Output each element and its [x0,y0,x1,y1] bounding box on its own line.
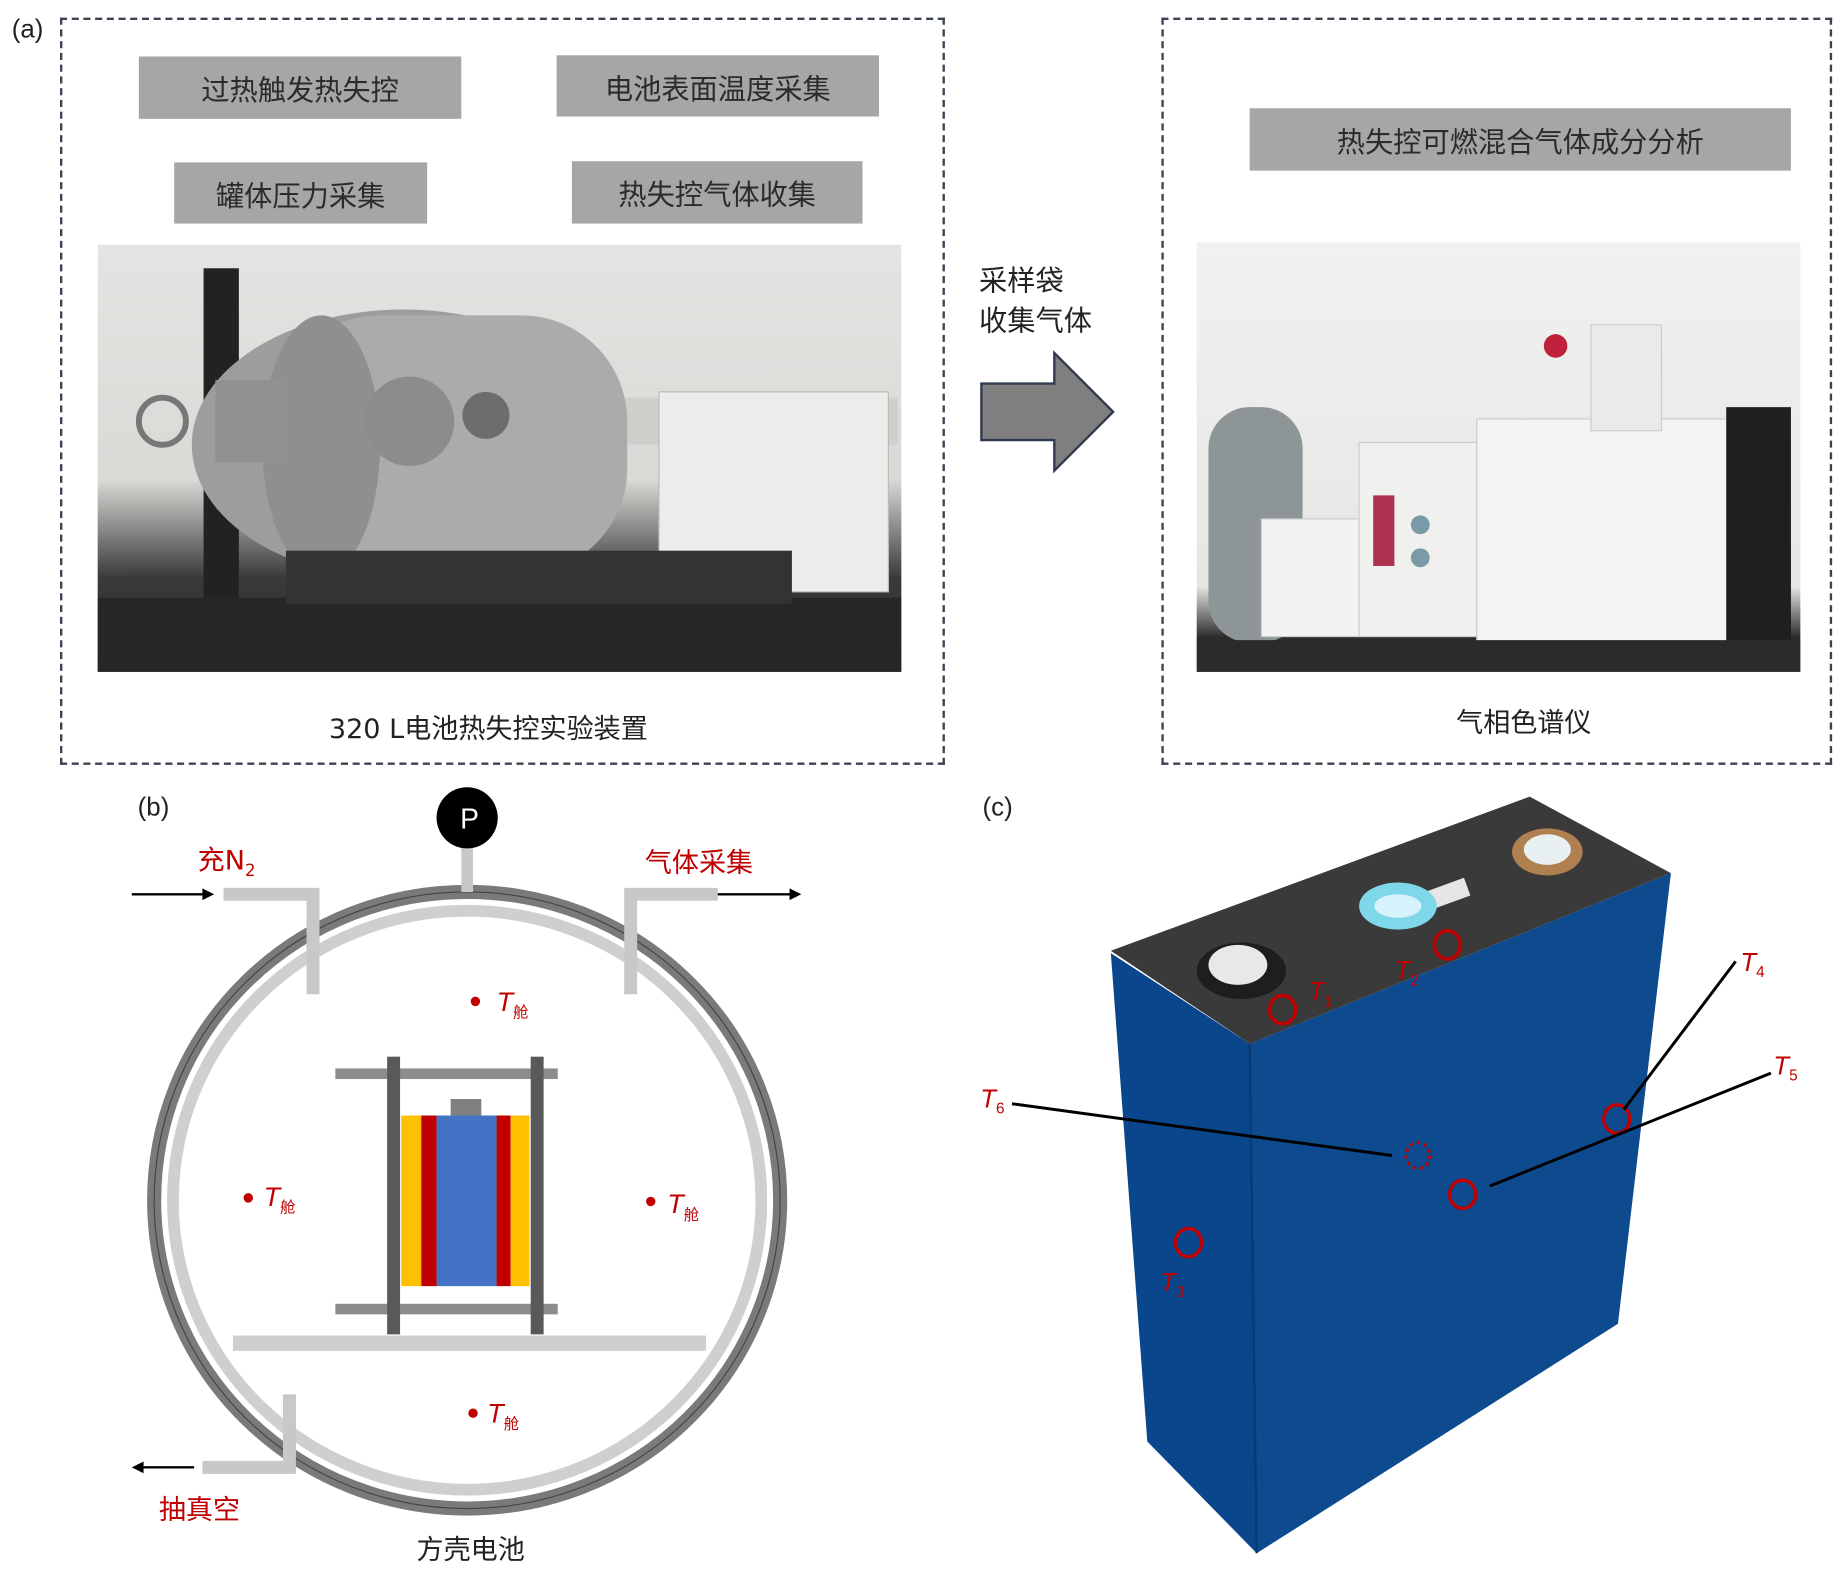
setup-caption: 320 L电池热失控实验装置 [328,714,648,745]
tag-gas-analysis: 热失控可燃混合气体成分分析 [1249,108,1791,171]
sensor-t2-label: T2 [1394,955,1418,988]
t6-leader-line [1011,1102,1393,1157]
t-sub: 6 [996,1099,1005,1118]
battery-front-face [1249,873,1671,1554]
prismatic-battery [436,1115,497,1287]
panel-c-label: (c) [982,791,1013,822]
t-main: T [1773,1050,1790,1081]
negative-terminal-face [1208,944,1268,985]
transfer-line-1: 采样袋 [979,264,1064,298]
battery-3d-diagram [1011,796,1772,1554]
sensor-t2-marker [1432,929,1463,961]
t-main: T [263,1181,281,1213]
sensor-t1-label: T1 [1308,977,1332,1010]
t-sub: 4 [1756,963,1765,981]
outlet-label: 气体采集 [644,848,754,879]
heater-right [510,1115,530,1287]
t-main: T [667,1188,684,1220]
gas-chromatograph-photo [1196,242,1801,672]
inlet-arrowhead [202,888,215,901]
t-main: T [1160,1267,1177,1297]
positive-terminal-face [1523,834,1571,865]
sensor-t6-marker [1404,1141,1432,1170]
tag-overheat-trigger: 过热触发热失控 [138,56,462,119]
setup-box [60,17,945,765]
heater-right-red [496,1115,511,1287]
tag-surface-temp: 电池表面温度采集 [556,55,879,117]
outlet-arrowhead [789,888,802,901]
inlet-pipe [223,887,320,995]
sensor-t3-label: T3 [1160,1267,1184,1300]
transfer-line-2: 收集气体 [979,304,1092,338]
sensor-t4-label: T4 [1740,947,1764,980]
t-sub: 1 [1324,992,1333,1011]
gc-caption: 气相色谱仪 [1456,708,1592,739]
battery-caption: 方壳电池 [416,1535,525,1567]
outlet-pipe [624,887,718,995]
t-main: T [487,1397,504,1429]
test-chamber-photo [97,244,902,672]
battery-edge [1248,1043,1258,1554]
battery-cap [450,1099,482,1116]
clamp-post-right [530,1056,544,1335]
temp-label-left: T舱 [264,1181,296,1217]
chamber-schematic [131,787,802,1516]
panel-a-label: (a) [11,14,44,44]
t-sub: 2 [1410,971,1419,989]
temp-point-top [470,996,481,1007]
sensor-t5-label: T5 [1773,1051,1797,1084]
tag-gas-collection: 热失控气体收集 [571,161,863,224]
t-sub: 5 [1789,1066,1798,1085]
tag-tank-pressure: 罐体压力采集 [174,162,428,224]
t-main: T [496,986,514,1017]
t5-leader-line [1489,1071,1772,1188]
t4-leader-line [1622,960,1737,1111]
t-sub: 舱 [683,1205,700,1224]
pressure-label: P [460,803,479,836]
chamber-inner-wall [167,904,768,1496]
vacuum-arrowhead [131,1461,144,1474]
temp-point-right [646,1196,656,1207]
t-main: T [1308,976,1325,1007]
vacuum-label: 抽真空 [158,1495,241,1527]
inlet-sub: 2 [245,862,256,881]
panel-b-label: (b) [137,791,170,822]
t-main: T [1394,955,1411,985]
t-sub: 舱 [280,1198,296,1217]
temp-label-top: T舱 [497,986,529,1022]
temp-label-right: T舱 [667,1188,699,1224]
t-sub: 舱 [513,1003,529,1021]
clamp-bar-top [335,1068,558,1080]
inlet-text: 充N [197,846,246,877]
inlet-label: 充N2 [198,838,256,881]
vacuum-pipe [202,1394,296,1474]
pressure-gauge-icon [436,787,498,849]
safety-vent-center [1374,894,1422,918]
sensor-t1-marker [1267,993,1298,1026]
analysis-box [1161,17,1833,765]
shelf [232,1335,707,1351]
temp-point-left [243,1193,253,1203]
sensor-t4-marker [1602,1103,1632,1135]
t-main: T [1740,947,1757,977]
heater-left [401,1115,422,1287]
t-sub: 舱 [503,1415,520,1433]
t-main: T [980,1083,997,1114]
battery-side-face [1110,953,1257,1554]
right-arrow-icon [980,350,1115,474]
sensor-t6-label: T6 [980,1084,1004,1117]
temp-label-bottom: T舱 [487,1398,519,1434]
temp-point-bottom [468,1408,478,1418]
sensor-t3-marker [1173,1226,1204,1259]
clamp-post-left [387,1056,401,1335]
heater-left-red [421,1115,437,1287]
transfer-note: 采样袋 收集气体 [979,261,1092,341]
clamp-bar-bottom [335,1303,558,1315]
sensor-t5-marker [1447,1178,1478,1211]
t-sub: 3 [1176,1283,1185,1301]
